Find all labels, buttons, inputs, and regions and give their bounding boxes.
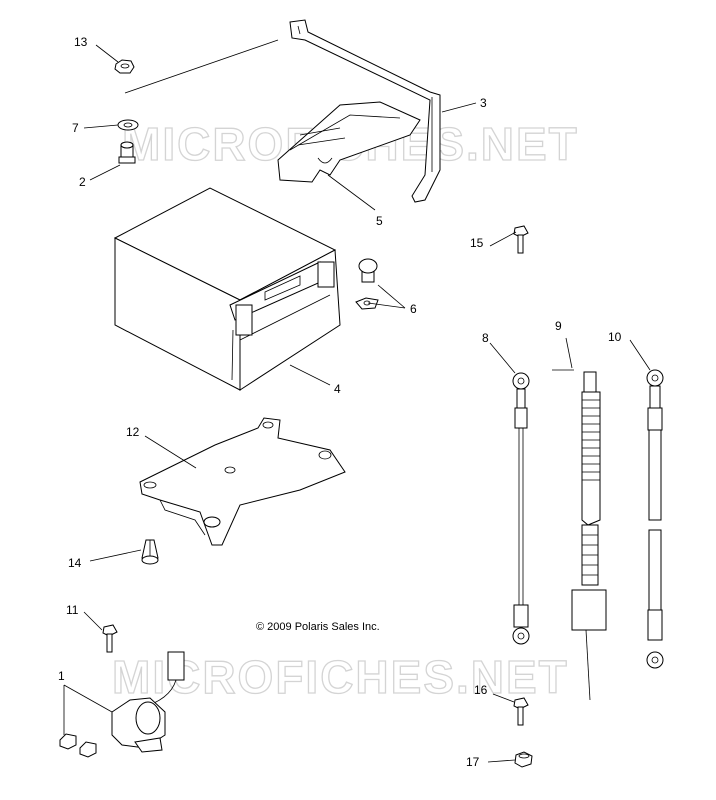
callout-11: 11 bbox=[66, 603, 79, 617]
callout-12: 12 bbox=[126, 425, 140, 439]
battery-cover bbox=[277, 101, 421, 183]
callout-1: 1 bbox=[58, 669, 65, 683]
callout-7: 7 bbox=[72, 121, 79, 135]
push-rivet-14 bbox=[141, 539, 159, 565]
solenoid bbox=[59, 651, 185, 758]
callout-9: 9 bbox=[555, 319, 562, 333]
cable-9 bbox=[552, 369, 607, 701]
terminal-hardware-6 bbox=[355, 258, 379, 310]
callout-17: 17 bbox=[466, 755, 480, 769]
callout-4: 4 bbox=[334, 382, 341, 396]
callout-13: 13 bbox=[74, 35, 88, 49]
battery bbox=[113, 187, 341, 391]
callout-2: 2 bbox=[79, 175, 86, 189]
callout-8: 8 bbox=[482, 331, 489, 345]
callout-6: 6 bbox=[410, 302, 417, 316]
leader-lines bbox=[63, 44, 651, 763]
callout-14: 14 bbox=[68, 556, 82, 570]
copyright-notice: © 2009 Polaris Sales Inc. bbox=[256, 621, 380, 633]
washer-7 bbox=[117, 119, 139, 131]
watermark-bottom: MICROFICHES.NET bbox=[112, 651, 569, 703]
battery-tray bbox=[139, 417, 346, 546]
bolt-11 bbox=[102, 624, 118, 653]
hold-down-strap bbox=[124, 19, 441, 203]
bolt-2 bbox=[118, 141, 136, 164]
nut-13 bbox=[114, 59, 135, 74]
callout-5: 5 bbox=[376, 214, 383, 228]
callout-15: 15 bbox=[470, 236, 484, 250]
callout-10: 10 bbox=[608, 330, 622, 344]
nut-17 bbox=[514, 751, 533, 768]
callout-16: 16 bbox=[474, 683, 488, 697]
bolt-16 bbox=[513, 697, 529, 726]
cable-8 bbox=[512, 372, 530, 645]
cable-10 bbox=[646, 369, 664, 669]
callout-3: 3 bbox=[480, 96, 487, 110]
bolt-15 bbox=[513, 225, 529, 254]
